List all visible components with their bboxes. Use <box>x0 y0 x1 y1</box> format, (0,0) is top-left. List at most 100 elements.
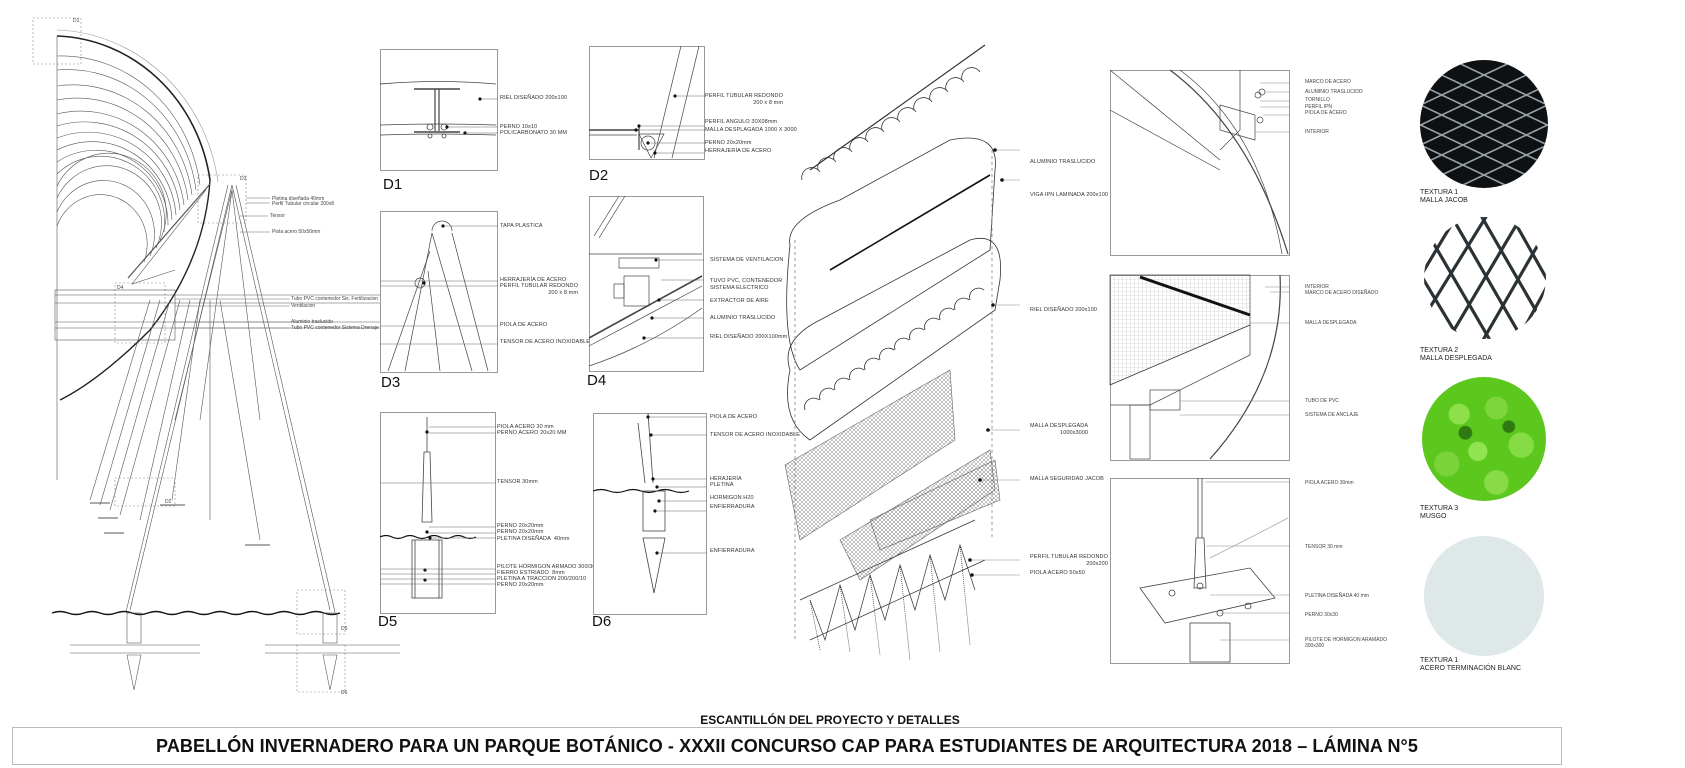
perspective-3-label: PIOLA ACERO 30mm <box>1305 480 1354 486</box>
d2-label: HERRAJERÍA DE ACERO <box>705 148 772 154</box>
texture-label: TEXTURA 2 MALLA DESPLEGADA <box>1420 347 1492 362</box>
exploded-label: MALLA SEGURIDAD JACOB <box>1030 476 1104 482</box>
perspective-drawing-1 <box>1109 69 1290 255</box>
d6-label: ENFIERRADURA <box>710 548 755 554</box>
d5-label: PILOTE HORMIGON ARMADO 300/300 <box>497 564 599 570</box>
detail-d1-drawing <box>379 81 498 139</box>
d3-label: HERRAJERÍA DE ACERO <box>500 277 567 283</box>
section-label: Tubo PVC contenedor Sis. Fertilizacion <box>291 296 379 302</box>
perspective-1-label: TORNILLO <box>1305 97 1330 103</box>
d3-label: PERFIL TUBULAR REDONDO 200 x 8 mm <box>500 283 578 296</box>
detail-d4-drawing <box>588 195 704 367</box>
callout-d2: D2 <box>165 499 172 505</box>
section-label: Pletina diseñada 40mm <box>272 196 325 202</box>
callout-d6: D6 <box>341 690 348 696</box>
perspective-2-label: TUBO DE PVC <box>1305 398 1339 404</box>
d6-label: HORMIGON H20 <box>710 495 754 501</box>
texture-malla-desplegada <box>1424 217 1546 339</box>
sheet-title: PABELLÓN INVERNADERO PARA UN PARQUE BOTÁ… <box>156 735 1418 756</box>
d5-label: PERNO ACERO 20x20 MM <box>497 430 567 436</box>
d5-label: FIERRO ESTRIADO 8mm <box>497 570 565 576</box>
exploded-axonometric <box>784 44 1020 661</box>
perspective-3-label: TENSOR 30 mm <box>1305 544 1343 550</box>
d4-label: SISTEMA DE VENTILACION <box>710 257 784 263</box>
d6-label: HERAJERÍA <box>710 476 742 482</box>
perspective-2-label: MARCO DE ACERO DISEÑADO <box>1305 290 1379 296</box>
perspective-1-label: MARCO DE ACERO <box>1305 79 1351 85</box>
perspective-1-label: INTERIOR <box>1305 129 1329 135</box>
callout-d1: D1 <box>73 18 80 24</box>
section-label: Ventilacion <box>291 303 316 309</box>
d2-label: PERFIL TUBULAR REDONDO 200 x 8 mm <box>705 93 783 106</box>
detail-d1-title: D1 <box>383 176 403 193</box>
section-leaders <box>175 197 290 329</box>
section-label: Tubo PVC contenedor Sistema Drenaje <box>291 325 379 331</box>
texture-musgo <box>1422 377 1546 501</box>
perspective-2-label: MALLA DESPLEGADA <box>1305 320 1357 326</box>
d5-label: PLETINA DISEÑADA 40mm <box>497 536 570 542</box>
d5-label: PLETINA A TRACCION 200/200/10 <box>497 576 587 582</box>
exploded-label: PIOLA ACERO 50x50 <box>1030 570 1085 576</box>
callout-d3: D3 <box>240 176 247 182</box>
perspective-1-label: PERFIL IPN <box>1305 104 1333 110</box>
section-label: Tensor <box>270 213 286 219</box>
d6-label: PLETINA <box>710 482 734 488</box>
perspective-1-label: ALUMINIO TRASLUCIDO <box>1305 89 1363 95</box>
d1-label: POLICARBONATO 30 MM <box>500 130 568 136</box>
detail-d5-title: D5 <box>378 613 398 630</box>
detail-d6-drawing <box>592 412 707 594</box>
d3-label: PIOLA DE ACERO <box>500 322 548 328</box>
d6-label: PIOLA DE ACERO <box>710 414 758 420</box>
title-block: PABELLÓN INVERNADERO PARA UN PARQUE BOTÁ… <box>12 727 1562 765</box>
perspective-2-label: SISTEMA DE ANCLAJE <box>1305 412 1359 418</box>
texture-label: TEXTURA 1 ACERO TERMINACIÓN BLANC <box>1420 657 1521 672</box>
d3-label: TENSOR DE ACERO INOXIDABLE <box>500 339 591 345</box>
texture-label: TEXTURA 1 MALLA JACOB <box>1420 189 1468 204</box>
d5-label: PERNO 20x20mm <box>497 523 544 529</box>
detail-d6-panel <box>593 413 707 615</box>
detail-d5-panel <box>380 412 496 614</box>
d3-label: TAPA PLASTICA <box>500 223 543 229</box>
section-drawing <box>32 17 400 693</box>
d2-label: MALLA DESPLAGADA 1000 X 3000 <box>705 127 797 133</box>
perspective-3-label: PERNO 30x30 <box>1305 612 1338 618</box>
perspective-3-label: PLETINA DISEÑADA 40 mm <box>1305 593 1369 599</box>
detail-d3-title: D3 <box>381 374 401 391</box>
detail-d2-title: D2 <box>589 167 609 184</box>
d4-label: RIEL DISEÑADO 200X100mm <box>710 334 788 340</box>
d4-label: ALUMINIO TRASLUCIDO <box>710 315 776 321</box>
texture-malla-jacob <box>1420 60 1548 188</box>
perspective-drawing-3 <box>1139 478 1290 663</box>
detail-d4-title: D4 <box>587 372 607 389</box>
d2-label: PERFIL ANGULO 30X08mm <box>705 119 778 125</box>
callout-box-d3 <box>197 174 247 224</box>
exploded-label: MALLA DESPLEGADA 1000x3000 <box>1030 423 1089 436</box>
detail-d5-drawing <box>379 417 496 599</box>
d5-label: PERNO 20x20mm <box>497 529 544 535</box>
d6-label: TENSOR DE ACERO INOXIDABLE <box>710 432 801 438</box>
perspective-3-label: PILOTE DE HORMIGON ARAMADO 300x300 <box>1305 637 1387 649</box>
d6-label: ENFIERRADURA <box>710 504 755 510</box>
callout-box-d5 <box>296 589 346 635</box>
sheet-subtitle: ESCANTILLÓN DEL PROYECTO Y DETALLES <box>700 713 960 727</box>
detail-d2-panel <box>589 46 705 160</box>
callout-box-d4 <box>114 282 166 344</box>
exploded-label: PERFIL TUBULAR REDONDO 200x200 <box>1030 554 1108 567</box>
perspective-2-label: INTERIOR <box>1305 284 1329 290</box>
exploded-label: ALUMINIO TRASLUCIDO <box>1030 159 1096 165</box>
perspective-drawing-2 <box>1109 274 1290 460</box>
callout-box-d6 <box>296 644 346 693</box>
callout-d4: D4 <box>117 285 124 291</box>
d1-label: RIEL DISEÑADO 200x100 <box>500 95 568 101</box>
d1-label: PERNO 10x10 <box>500 124 538 130</box>
d4-label: EXTRACTOR DE AIRE <box>710 298 769 304</box>
section-label: Perfil Tubular circular 200x8 <box>272 201 334 207</box>
exploded-label: VIGA IPN LAMINADA 200x100 <box>1030 192 1109 198</box>
d2-label: PERNO 20x20mm <box>705 140 752 146</box>
texture-acero-blanco <box>1424 536 1544 656</box>
detail-d2-drawing <box>589 45 705 159</box>
d5-label: PERNO 20x20mm <box>497 582 544 588</box>
callout-d5: D5 <box>341 626 348 632</box>
d5-label: TENSOR 30mm <box>497 479 538 485</box>
perspective-1-label: PIOLA DE ACERO <box>1305 110 1347 116</box>
